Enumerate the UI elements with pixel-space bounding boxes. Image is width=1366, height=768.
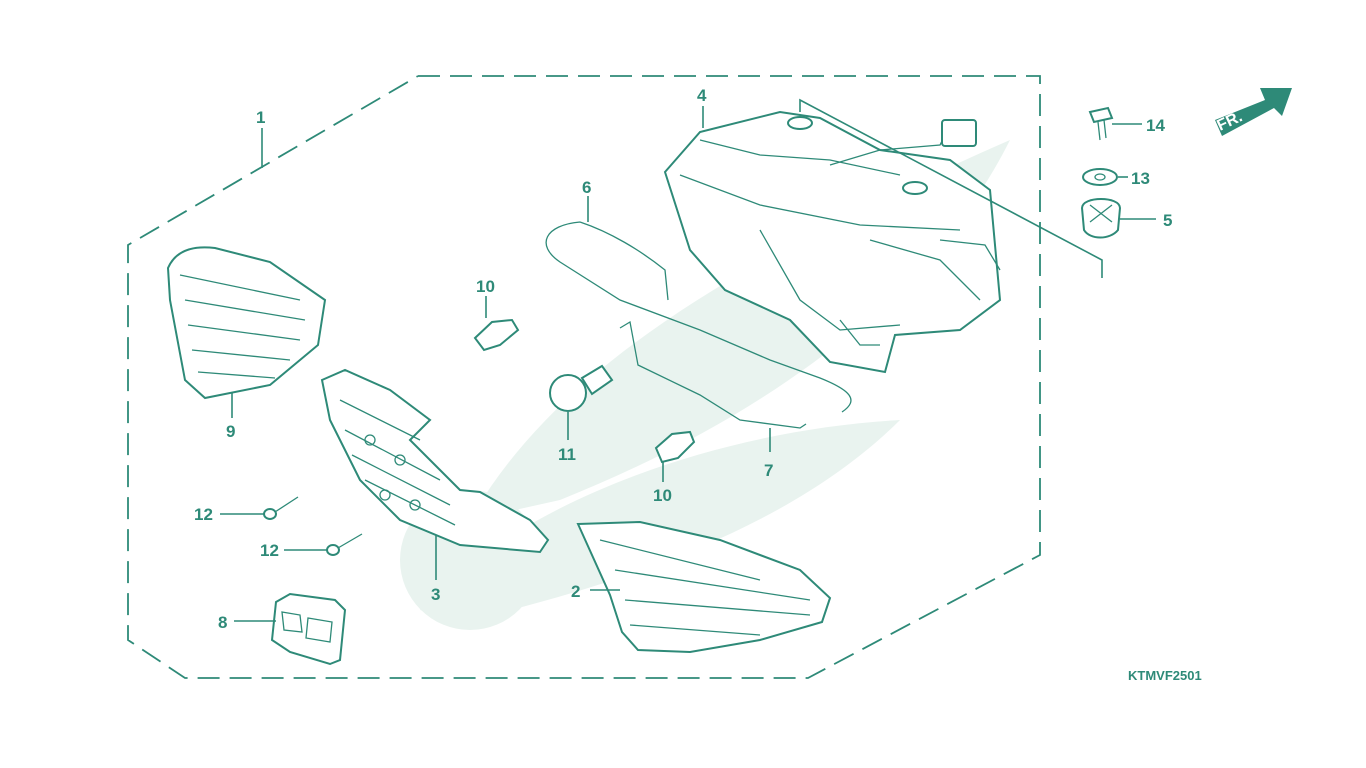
small-bulb-lower xyxy=(654,430,696,464)
callout-13: 13 xyxy=(1131,169,1150,188)
washer-part xyxy=(1082,168,1118,186)
callout-12-lower: 12 xyxy=(260,541,279,560)
bracket-wire-part xyxy=(619,320,807,429)
assembly-boundary xyxy=(127,75,1041,679)
diagram-code: KTMVF2501 xyxy=(1128,668,1202,683)
callout-12-upper: 12 xyxy=(194,505,213,524)
side-lens-part xyxy=(320,368,550,554)
callout-4: 4 xyxy=(697,86,707,105)
housing-part xyxy=(663,110,1002,374)
license-lens-part xyxy=(166,246,327,400)
callout-10-upper: 10 xyxy=(476,277,495,296)
leader-lines xyxy=(220,98,1156,622)
screw-lower xyxy=(326,533,363,556)
callout-3: 3 xyxy=(431,585,440,604)
callout-labels: 1 2 3 4 5 6 7 8 9 10 10 11 12 12 13 14 xyxy=(194,86,1172,632)
screw-upper xyxy=(263,496,299,520)
small-bulb-upper xyxy=(473,318,520,352)
callout-8: 8 xyxy=(218,613,227,632)
main-lens-part xyxy=(576,520,832,654)
callout-1: 1 xyxy=(256,108,265,127)
bolt-part xyxy=(1088,106,1114,141)
callout-9: 9 xyxy=(226,422,235,441)
callout-7: 7 xyxy=(764,461,773,480)
gasket-part xyxy=(545,221,852,413)
callout-11: 11 xyxy=(558,445,576,464)
callout-10-lower: 10 xyxy=(653,486,672,505)
reflector-part xyxy=(270,592,347,666)
front-direction-arrow-icon: FR. xyxy=(1215,88,1292,136)
large-bulb xyxy=(549,364,614,412)
callout-2: 2 xyxy=(571,582,580,601)
callout-6: 6 xyxy=(582,178,591,197)
callout-14: 14 xyxy=(1146,116,1165,135)
callout-5: 5 xyxy=(1163,211,1172,230)
grommet-nut-part xyxy=(1080,198,1122,239)
